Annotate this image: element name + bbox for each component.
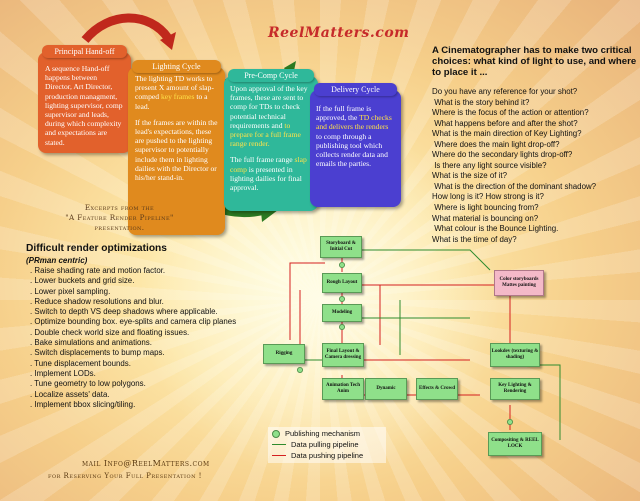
- optimization-item: . Tune displacement bounds.: [30, 358, 131, 368]
- lighting-p1c: to a lead.: [135, 92, 208, 111]
- optimization-item: . Implement LODs.: [30, 368, 96, 378]
- legend-pushing: Data pushing pipeline: [272, 451, 363, 460]
- pub-dot-4: [296, 366, 303, 373]
- publishing-dot-icon: [272, 429, 280, 438]
- precomp-p2a: The full frame range: [230, 155, 295, 165]
- excerpt-line-1: Excerpts from the: [84, 203, 155, 212]
- push-line-12: [289, 262, 325, 340]
- question-item: What is the main direction of Key Lighti…: [432, 129, 582, 139]
- question-item: What material is bouncing on?: [432, 213, 539, 223]
- delivery-title: Delivery Cycle: [314, 83, 397, 96]
- optimization-item: . Reduce shadow resolutions and blur.: [30, 296, 164, 306]
- optimization-item: . Optimize bounding box. eye-splits and …: [30, 317, 237, 327]
- question-item: What happens before and after the shot?: [432, 118, 578, 128]
- handoff-box: Principal Hand-off A sequence Hand-off h…: [38, 45, 131, 153]
- question-item: How long is it? How strong is it?: [432, 192, 544, 202]
- precomp-p2c: is presented in lighting dailies for fin…: [230, 164, 302, 193]
- legend-publishing: Publishing mechanism: [272, 429, 360, 438]
- optimizations-subtitle: (PRman centric): [26, 256, 88, 265]
- lighting-p1a: The lighting TD works to present X amoun…: [135, 74, 214, 102]
- delivery-p1b: TD checks and delivers the renders: [316, 113, 392, 132]
- node-dynamic[interactable]: Dynamic: [365, 378, 407, 400]
- pub-dot-3: [338, 323, 345, 330]
- precomp-p1b: to prepare for a full frame range render…: [230, 120, 301, 149]
- push-line-5: [360, 284, 381, 345]
- diagram-legend: Publishing mechanism Data pulling pipeli…: [268, 427, 386, 463]
- lighting-box: Lighting Cycle The lighting TD works to …: [128, 60, 225, 235]
- legend-pulling-label: Data pulling pipeline: [291, 440, 359, 449]
- question-item: Where do the secondary lights drop-off?: [432, 150, 573, 160]
- optimization-item: . Double check world size and floating i…: [30, 327, 190, 337]
- question-item: What is the direction of the dominant sh…: [432, 181, 597, 191]
- arrow-handoff-to-lighting: [81, 13, 172, 44]
- legend-pulling: Data pulling pipeline: [272, 440, 359, 449]
- pull-line-4: [540, 364, 561, 440]
- node-storyboard[interactable]: Storyboard & Initial Cut: [320, 236, 362, 258]
- delivery-p1c: to comp through a publishing tool which …: [316, 131, 388, 169]
- legend-pushing-label: Data pushing pipeline: [291, 451, 364, 460]
- pull-line-icon: [272, 444, 286, 445]
- node-effects-crowd[interactable]: Effects & Crowd: [416, 378, 458, 400]
- optimization-item: . Switch to depth VS deep shadows where …: [30, 307, 218, 317]
- lighting-title: Lighting Cycle: [132, 60, 221, 73]
- excerpt-line-3: presentation.: [94, 223, 145, 232]
- optimizations-title: Difficult render optimizations: [26, 243, 167, 254]
- handoff-title: Principal Hand-off: [42, 45, 127, 58]
- optimization-item: . Tune geometry to low polygons.: [30, 379, 146, 389]
- lighting-key-frames: key frames: [160, 92, 195, 102]
- node-key-lighting[interactable]: Key Lighting & Rendering: [490, 378, 540, 400]
- question-item: Where is light bouncing from?: [432, 203, 539, 213]
- cinematographer-title: A Cinematographer has to make two critic…: [432, 45, 637, 78]
- delivery-box: Delivery Cycle If the full frame is appr…: [310, 83, 401, 207]
- optimization-item: . Implement bbox slicing/tiling.: [30, 399, 136, 409]
- legend-publishing-label: Publishing mechanism: [285, 429, 361, 438]
- optimization-item: . Raise shading rate and motion factor.: [30, 266, 166, 275]
- question-item: What is the size of it?: [432, 171, 507, 181]
- push-line-4: [360, 284, 511, 345]
- mail-line-1[interactable]: mail Info@ReelMatters.com: [82, 459, 210, 468]
- excerpt-note: Excerpts from the "A Feature Render Pipe…: [52, 203, 187, 233]
- node-rough-layout[interactable]: Rough Layout: [322, 273, 362, 293]
- optimization-item: . Lower pixel sampling.: [30, 286, 111, 296]
- question-item: Where does the main light drop-off?: [432, 139, 560, 149]
- pub-dot-2: [338, 295, 345, 302]
- optimization-item: . Localize assets' data.: [30, 389, 110, 399]
- handoff-body: A sequence Hand-off happens between Dire…: [45, 64, 123, 147]
- node-modeling[interactable]: Modeling: [322, 304, 362, 322]
- delivery-p1a: If the full frame is approved, the: [316, 104, 372, 123]
- question-list: Do you have any reference for your shot?…: [432, 87, 637, 245]
- pull-line-1: [360, 249, 491, 271]
- push-arrow-icon: [272, 455, 286, 456]
- question-item: What is the time of day?: [432, 234, 517, 244]
- lighting-p2: If the frames are within the lead's expe…: [135, 117, 218, 183]
- precomp-p1a: Upon approval of the key frames, these a…: [230, 84, 308, 130]
- mail-line-2: for Reserving Your Full Presentation !: [48, 472, 202, 480]
- optimization-item: . Switch displacements to bump maps.: [30, 348, 165, 358]
- question-item: Is there any light source visible?: [432, 160, 547, 170]
- node-color-storyboards[interactable]: Color storyboards Mattes painting: [494, 270, 544, 296]
- node-animation[interactable]: Animation Tech Anim: [322, 378, 364, 400]
- precomp-slap-comp: slap comp: [230, 155, 307, 174]
- pub-dot-1: [338, 261, 345, 268]
- node-rigging[interactable]: Rigging: [263, 344, 305, 364]
- question-item: Do you have any reference for your shot?: [432, 87, 578, 96]
- optimizations-list: . Raise shading rate and motion factor..…: [26, 266, 246, 410]
- pub-dot-9: [506, 418, 513, 425]
- brand-logo[interactable]: ReelMatters.com: [268, 25, 410, 41]
- node-lookdev[interactable]: Lookdev (texturing & shading): [490, 343, 540, 367]
- optimization-item: . Lower buckets and grid size.: [30, 276, 135, 286]
- node-compositing[interactable]: Compositing & REEL LOCK: [488, 432, 542, 456]
- question-item: Where is the focus of the action or atte…: [432, 108, 589, 118]
- optimization-item: . Bake simulations and animations.: [30, 338, 152, 348]
- precomp-title: Pre-Comp Cycle: [228, 69, 314, 82]
- question-item: What is the story behind it?: [432, 97, 530, 107]
- question-item: What colour is the Bounce Lighting.: [432, 224, 559, 234]
- node-final-layout[interactable]: Final Layout & Camera dressing: [322, 343, 364, 367]
- precomp-box: Pre-Comp Cycle Upon approval of the key …: [224, 69, 318, 211]
- excerpt-line-2: "A Feature Render Pipeline": [65, 213, 174, 222]
